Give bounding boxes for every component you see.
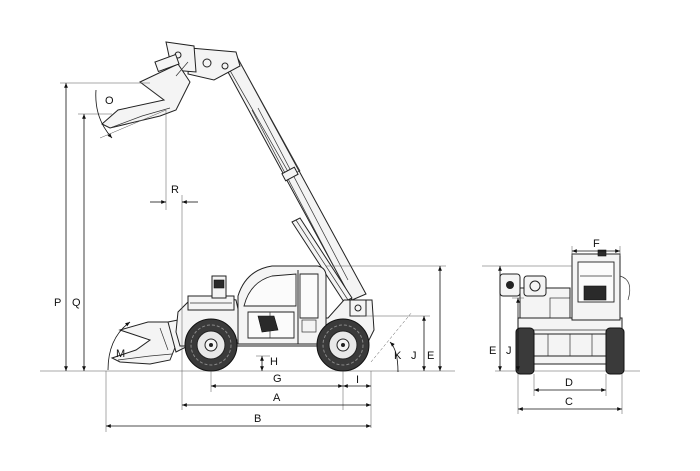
front-view-right-wheel	[605, 327, 625, 375]
front-wheel	[184, 318, 238, 372]
label-c: C	[565, 396, 573, 408]
front-view-dimensions: E J F D C	[482, 238, 623, 414]
side-view-machine	[101, 41, 375, 372]
raised-bucket	[101, 53, 191, 129]
label-h: H	[270, 356, 278, 368]
front-view-machine	[499, 249, 631, 375]
label-d: D	[565, 377, 573, 389]
rear-wheel	[316, 318, 370, 372]
label-k: K	[394, 350, 402, 362]
cab	[237, 265, 327, 345]
label-m: M	[116, 348, 125, 360]
label-b: B	[254, 413, 261, 425]
label-e-front: E	[489, 345, 496, 357]
label-f: F	[593, 238, 600, 250]
label-j-front: J	[506, 345, 512, 357]
telescopic-boom	[165, 41, 367, 303]
label-p: P	[54, 297, 61, 309]
label-g: G	[273, 373, 282, 385]
label-j: J	[411, 350, 417, 362]
label-e: E	[427, 350, 434, 362]
front-view-left-wheel	[515, 327, 535, 375]
label-o: O	[105, 95, 114, 107]
side-view-dimensions: P Q O R M H G I A	[54, 82, 446, 432]
label-a: A	[273, 392, 281, 404]
label-i: I	[356, 374, 359, 386]
label-r: R	[171, 184, 179, 196]
label-q: Q	[72, 297, 81, 309]
